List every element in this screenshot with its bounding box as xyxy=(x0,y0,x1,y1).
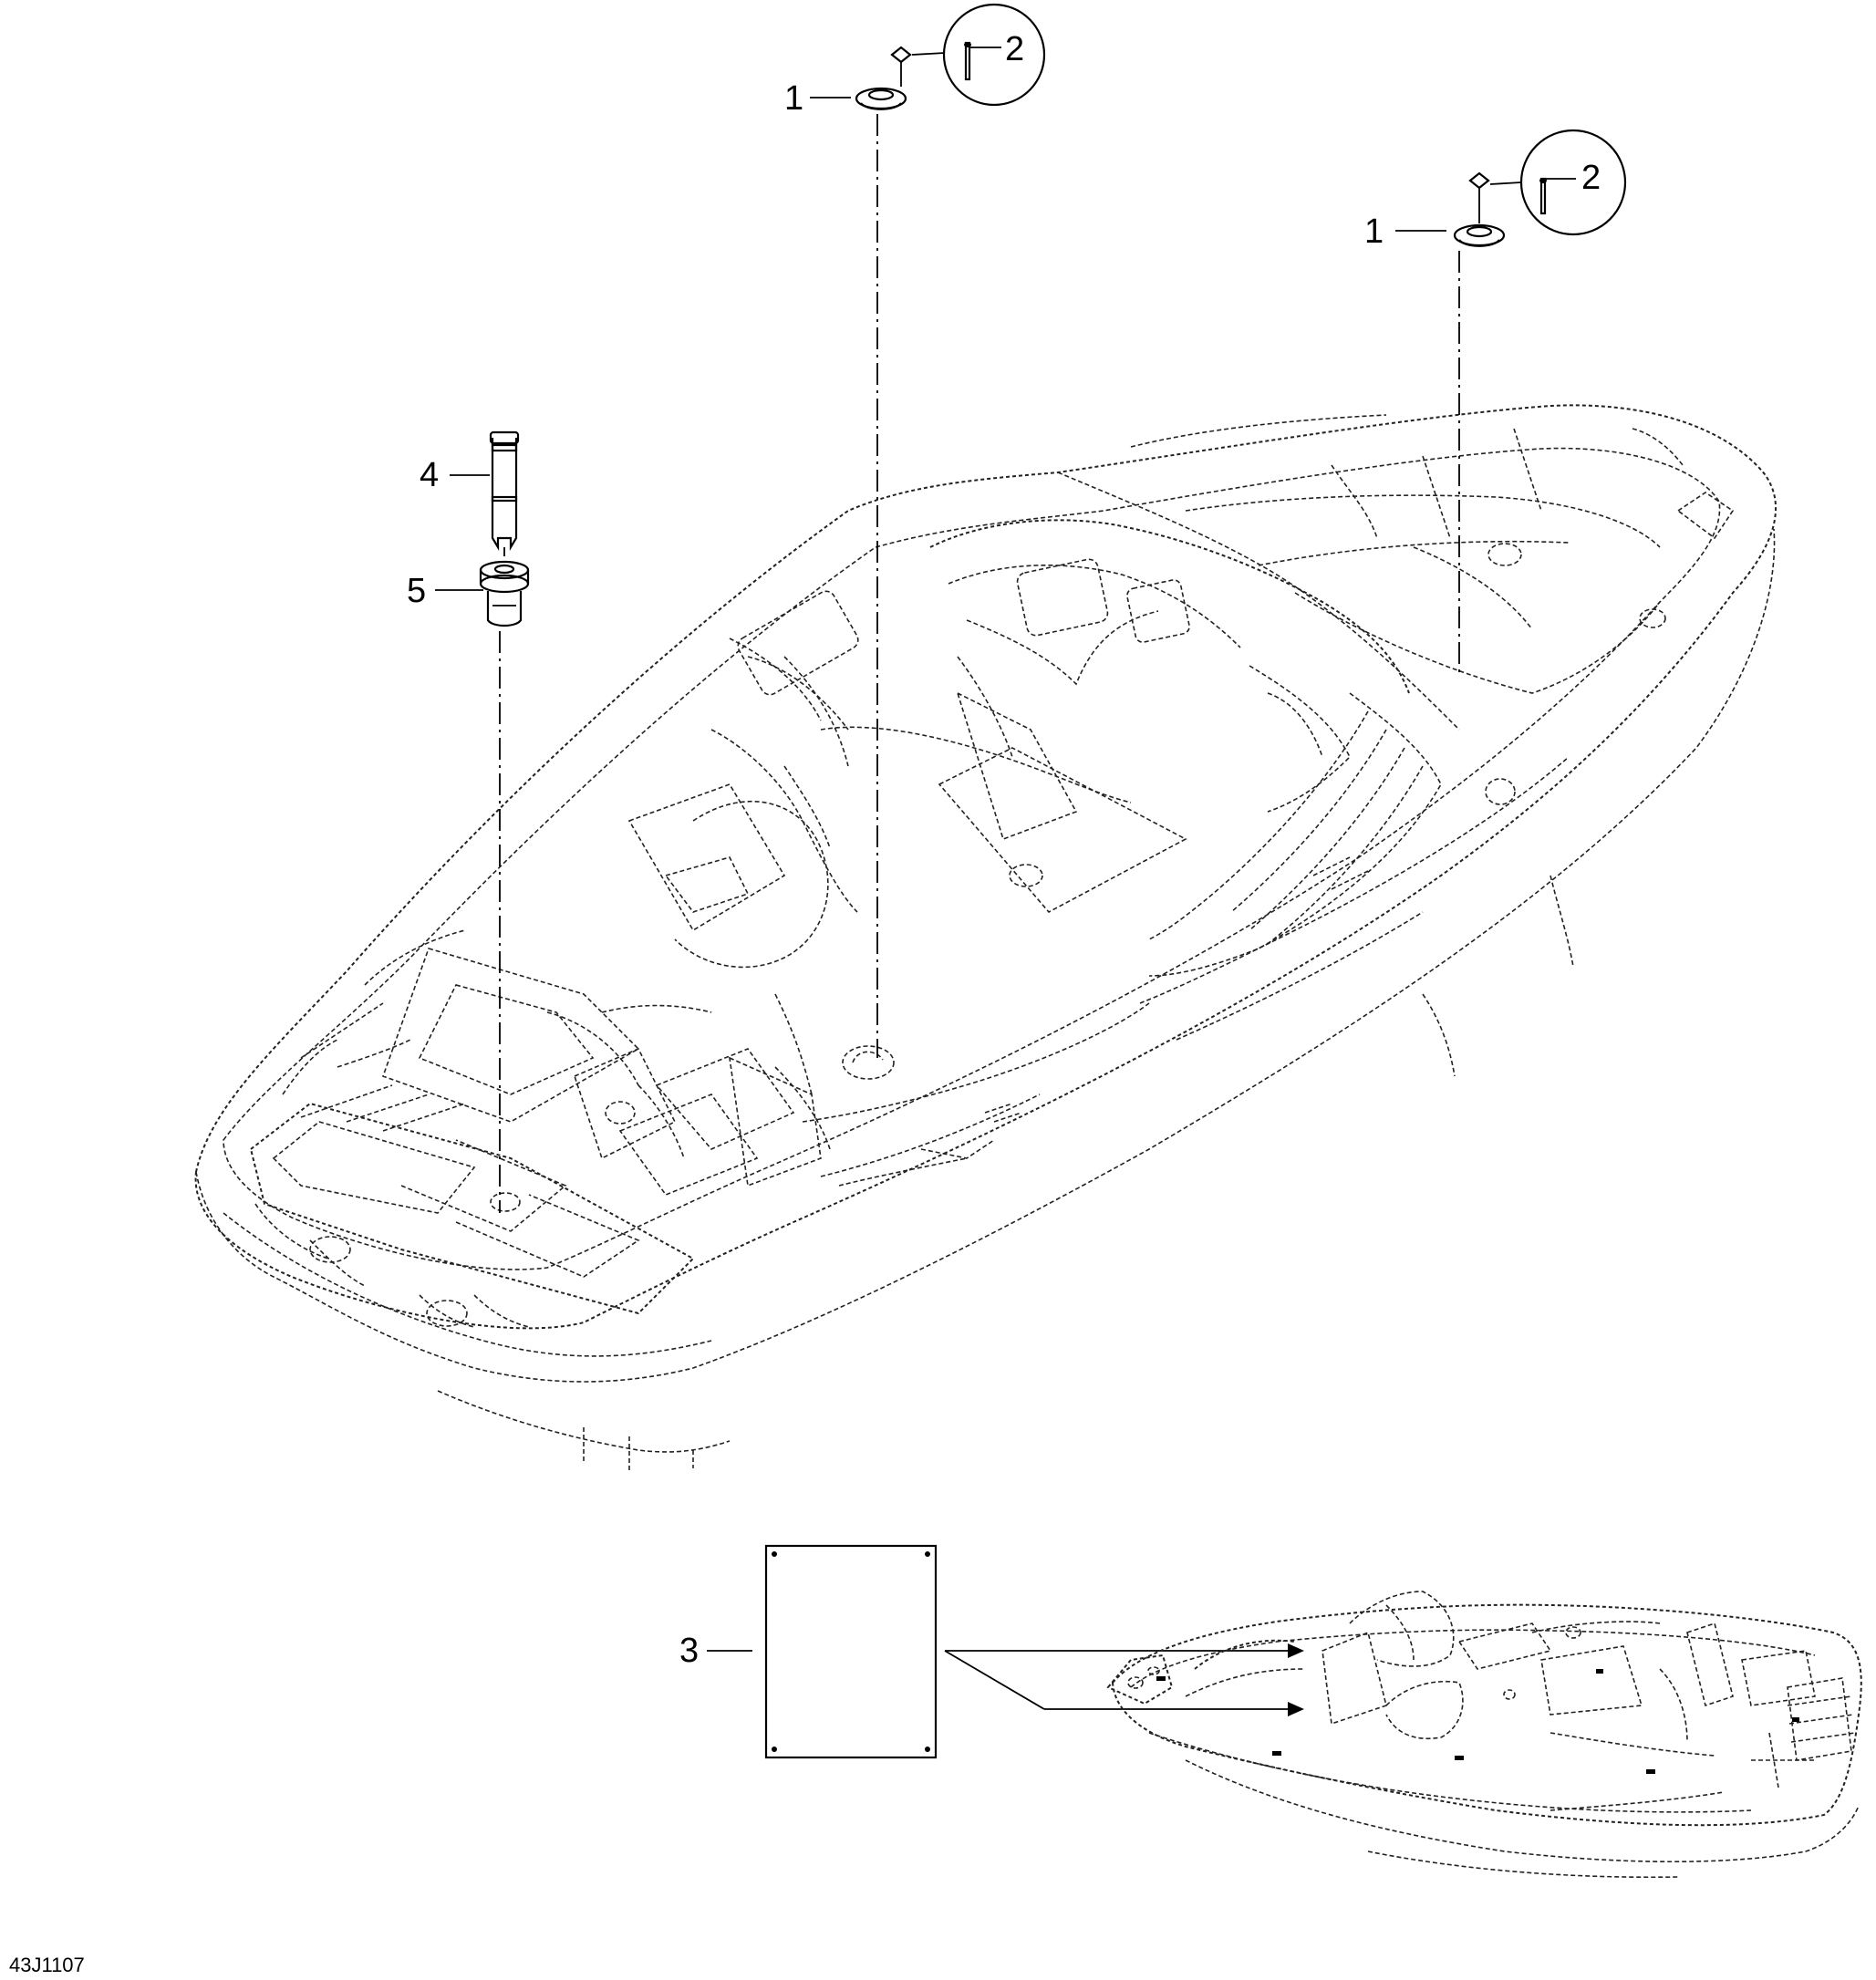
table-post-assembly xyxy=(479,430,530,1213)
boat-inset-view xyxy=(1106,1591,1862,1879)
callout-4: 4 xyxy=(420,456,439,494)
detail-circle-2b xyxy=(1489,129,1627,236)
detail-circle-2a xyxy=(911,3,1046,107)
boat-main-view xyxy=(194,404,1778,1473)
callout-3: 3 xyxy=(679,1632,699,1670)
callout-1b: 1 xyxy=(1364,213,1384,251)
callout-2b: 2 xyxy=(1581,159,1601,197)
figure-id: 43J1107 xyxy=(9,1954,85,1976)
label-location-arrows xyxy=(944,1643,1304,1716)
cup-holder-assembly-left xyxy=(855,46,912,1058)
label-sheet xyxy=(764,1544,938,1759)
callout-1a: 1 xyxy=(784,79,803,118)
cup-holder-assembly-right xyxy=(1453,171,1506,675)
callout-2a: 2 xyxy=(1005,30,1024,68)
callout-5: 5 xyxy=(407,572,426,610)
